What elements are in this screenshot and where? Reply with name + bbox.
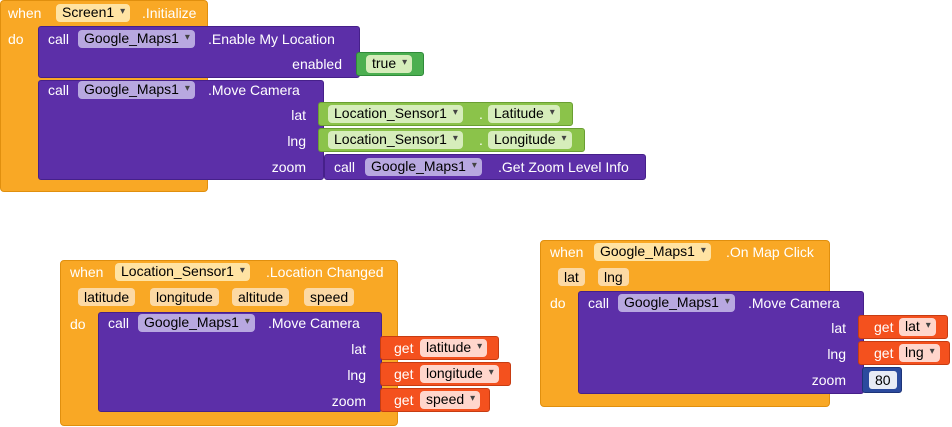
do-label: do <box>8 31 24 47</box>
google-maps1-component-dropdown[interactable]: Google_Maps1 <box>365 158 482 176</box>
lat-arg-label: lat <box>831 320 846 336</box>
longitude-property-dropdown[interactable]: Longitude <box>488 131 572 149</box>
call-label: call <box>48 82 70 98</box>
method-enable-my-location: .Enable My Location <box>208 31 335 47</box>
event-name-initialize: .Initialize <box>142 5 197 21</box>
google-maps1-component-dropdown[interactable]: Google_Maps1 <box>138 314 255 332</box>
do-label: do <box>70 316 86 332</box>
location-sensor1-component-dropdown[interactable]: Location_Sensor1 <box>115 263 250 281</box>
call-label: call <box>588 295 610 311</box>
lat-variable-dropdown[interactable]: lat <box>899 318 936 336</box>
get-label: get <box>874 345 894 361</box>
speed-variable-dropdown[interactable]: speed <box>420 391 481 409</box>
zoom-arg-label: zoom <box>331 393 366 409</box>
enabled-arg-label: enabled <box>292 56 342 72</box>
get-label: get <box>394 392 414 408</box>
latitude-property-dropdown[interactable]: Latitude <box>488 105 560 123</box>
longitude-variable-dropdown[interactable]: longitude <box>420 365 499 383</box>
param-speed[interactable]: speed <box>304 288 355 306</box>
event-name-location-changed: .Location Changed <box>266 264 384 280</box>
screen1-component-dropdown[interactable]: Screen1 <box>56 4 131 22</box>
method-move-camera: .Move Camera <box>208 82 300 98</box>
param-lng[interactable]: lng <box>598 268 629 286</box>
lat-arg-label: lat <box>291 107 306 123</box>
google-maps1-component-dropdown[interactable]: Google_Maps1 <box>78 81 195 99</box>
get-label: get <box>394 340 414 356</box>
when-label: when <box>8 5 42 21</box>
call-label: call <box>108 315 130 331</box>
when-label: when <box>70 264 104 280</box>
location-sensor1-dropdown[interactable]: Location_Sensor1 <box>328 105 463 123</box>
zoom-number-field[interactable]: 80 <box>869 371 897 389</box>
latitude-variable-dropdown[interactable]: latitude <box>420 339 488 357</box>
lat-arg-label: lat <box>351 341 366 357</box>
google-maps1-component-dropdown[interactable]: Google_Maps1 <box>78 30 195 48</box>
lng-arg-label: lng <box>347 367 366 383</box>
get-label: get <box>874 319 894 335</box>
event-name-on-map-click: .On Map Click <box>726 244 814 260</box>
param-altitude[interactable]: altitude <box>232 288 290 306</box>
true-value-dropdown[interactable]: true <box>366 55 413 73</box>
param-lat[interactable]: lat <box>558 268 585 286</box>
call-label: call <box>334 159 356 175</box>
when-label: when <box>550 244 584 260</box>
zoom-arg-label: zoom <box>271 159 306 175</box>
location-sensor1-dropdown[interactable]: Location_Sensor1 <box>328 131 463 149</box>
property-dot: . <box>479 106 483 122</box>
do-label: do <box>550 295 566 311</box>
method-move-camera: .Move Camera <box>268 315 360 331</box>
method-move-camera: .Move Camera <box>748 295 840 311</box>
get-label: get <box>394 366 414 382</box>
google-maps1-component-dropdown[interactable]: Google_Maps1 <box>594 243 711 261</box>
lng-variable-dropdown[interactable]: lng <box>899 344 940 362</box>
call-label: call <box>48 31 70 47</box>
zoom-arg-label: zoom <box>811 372 846 388</box>
param-latitude[interactable]: latitude <box>78 288 136 306</box>
lng-arg-label: lng <box>287 133 306 149</box>
google-maps1-component-dropdown[interactable]: Google_Maps1 <box>618 294 735 312</box>
property-dot: . <box>479 132 483 148</box>
method-get-zoom-level-info: .Get Zoom Level Info <box>498 159 629 175</box>
lng-arg-label: lng <box>827 346 846 362</box>
param-longitude[interactable]: longitude <box>150 288 219 306</box>
